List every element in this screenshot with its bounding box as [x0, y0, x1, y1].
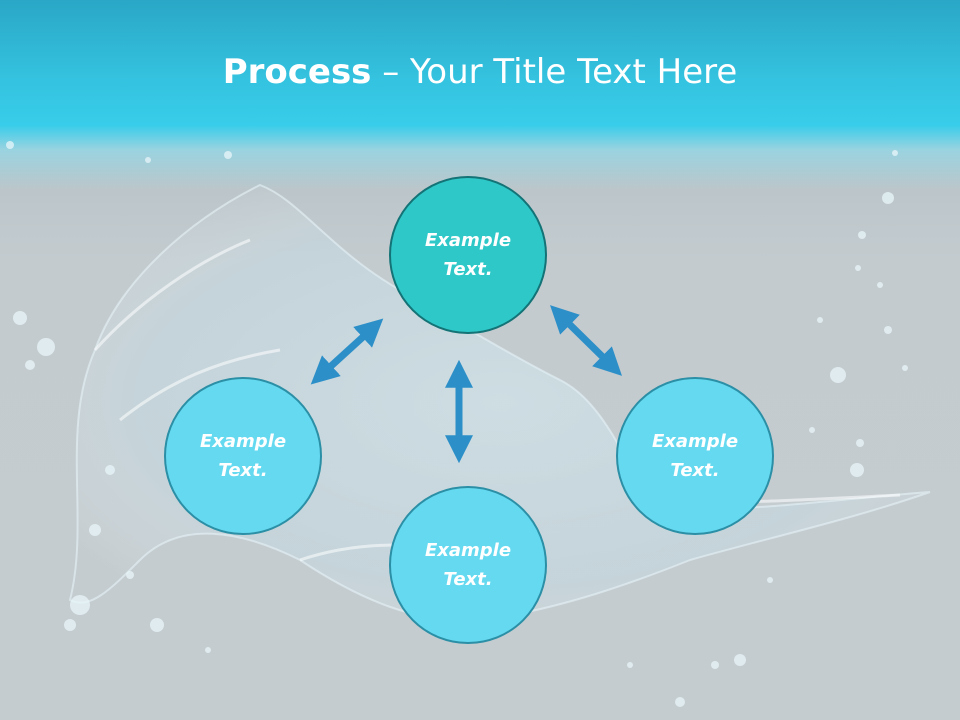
arrow-top-right [550, 305, 622, 376]
process-node-bottom: Example Text. [389, 486, 547, 644]
node-right-text: Example Text. [651, 431, 739, 481]
process-node-top: Example Text. [389, 176, 547, 334]
title-bold: Process [222, 52, 372, 92]
slide-title: Process – Your Title Text Here [0, 52, 960, 92]
process-node-right: Example Text. [616, 377, 774, 535]
node-top-text: Example Text. [424, 230, 512, 280]
node-bottom-text: Example Text. [424, 540, 512, 590]
process-node-left: Example Text. [164, 377, 322, 535]
title-rest: – Your Title Text Here [371, 52, 738, 92]
arrow-top-left [310, 318, 384, 385]
node-left-text: Example Text. [199, 431, 287, 481]
